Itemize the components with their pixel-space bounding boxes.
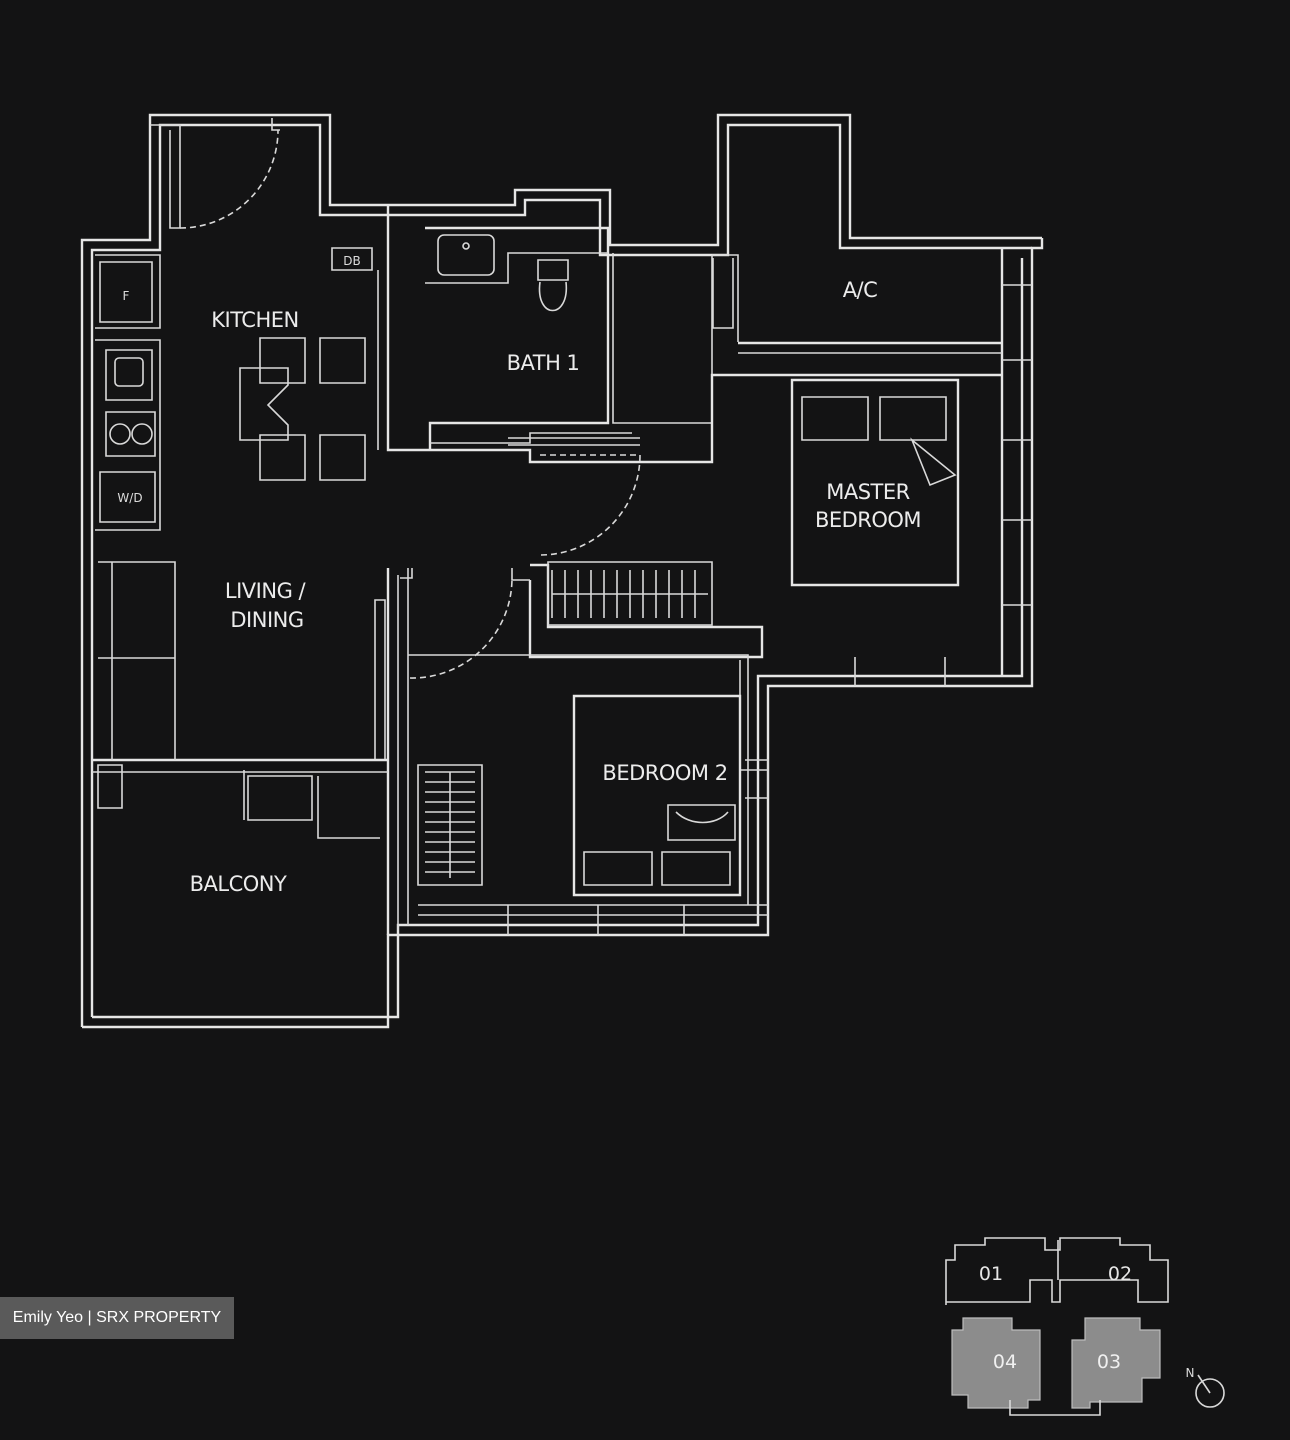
key-plan-upper-block — [945, 1237, 1169, 1305]
key-plan-unit-04 — [951, 1317, 1041, 1409]
key-plan: 01 02 04 03 N — [945, 1237, 1225, 1416]
watermark-badge: Emily Yeo | SRX PROPERTY — [0, 1297, 234, 1339]
living-label-line1: LIVING / — [225, 579, 307, 603]
room-labels: KITCHEN BATH 1 A/C MASTER BEDROOM LIVING… — [117, 254, 921, 896]
toilet-icon — [538, 281, 567, 312]
key-plan-unit-03 — [1071, 1317, 1161, 1409]
bath1-fixtures — [437, 234, 569, 312]
key-plan-label-02: 02 — [1108, 1263, 1132, 1285]
north-label: N — [1186, 1366, 1195, 1380]
balcony-label: BALCONY — [190, 872, 287, 896]
db-label: DB — [343, 254, 360, 268]
door-swings — [179, 129, 641, 679]
fridge-label: F — [123, 289, 130, 303]
key-plan-label-04: 04 — [993, 1351, 1017, 1373]
outer-walls — [80, 113, 1044, 1029]
key-plan-label-01: 01 — [979, 1263, 1003, 1285]
sink-icon — [114, 357, 144, 387]
kitchen-fixtures — [95, 254, 366, 531]
wardrobes — [417, 561, 713, 886]
washer-dryer-label: W/D — [117, 491, 142, 505]
hob-burner-icon — [131, 423, 153, 445]
master-bedroom-label-line1: MASTER — [826, 480, 910, 504]
ac-ledge-label: A/C — [843, 278, 878, 302]
living-label-line2: DINING — [230, 608, 303, 632]
bedroom2-bed — [572, 694, 742, 897]
master-bed — [790, 378, 960, 587]
living-fixtures — [98, 561, 176, 760]
db-cabinet — [331, 247, 373, 271]
basin-icon — [437, 234, 495, 276]
bath1-label: BATH 1 — [507, 351, 580, 375]
interior-walls — [92, 118, 1032, 935]
hob-burner-icon — [109, 423, 131, 445]
key-plan-label-03: 03 — [1097, 1351, 1121, 1373]
north-arrow-icon: N — [1186, 1366, 1225, 1408]
kitchen-label: KITCHEN — [211, 308, 299, 332]
master-bedroom-label-line2: BEDROOM — [815, 508, 921, 532]
bedroom2-label: BEDROOM 2 — [602, 761, 727, 785]
